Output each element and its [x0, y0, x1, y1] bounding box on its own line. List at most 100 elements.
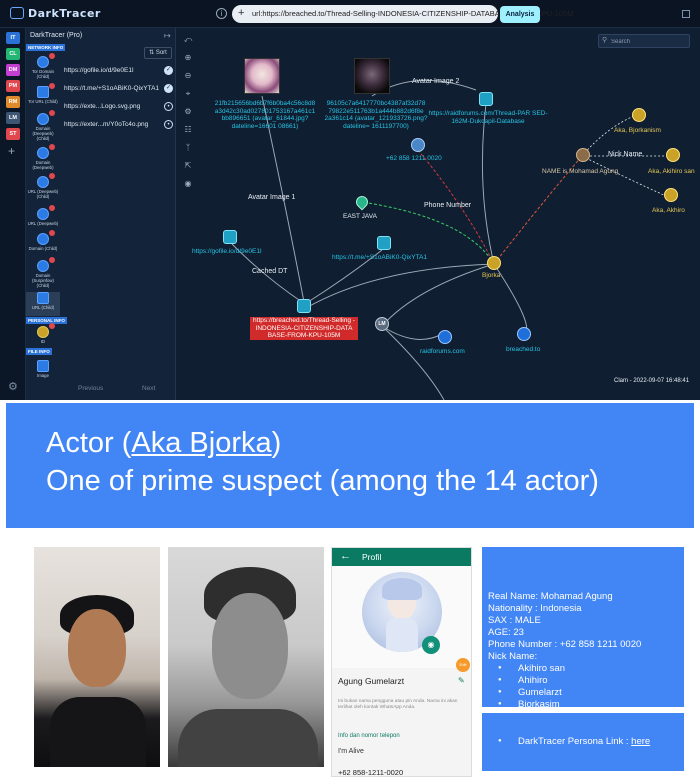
tree-node-tor-url[interactable]: Tor URL (Child) [26, 83, 60, 104]
name-tag-icon[interactable] [576, 148, 590, 162]
aka-akihiro-san-label: Aka, Akihiro san [648, 168, 695, 175]
gofile-label: https://gofile.io/d/9e0E1I [192, 248, 262, 255]
status-badge [49, 110, 55, 116]
left-rail: IT CL DM PM RM LM ST + ⚙ [0, 28, 26, 400]
edge-cached [305, 263, 495, 309]
rail-button-cl[interactable]: CL [6, 48, 20, 60]
tree-node-url-deepweb[interactable]: URL (Deepweb) [26, 205, 60, 226]
tree-node-tor-domain[interactable]: Tor Domain (Child) [26, 53, 60, 79]
tree-node-url-deepweb-child[interactable]: URL (Deepweb) (Child) [26, 173, 60, 199]
layout-icon[interactable]: ⚙ [184, 107, 192, 116]
persona-link-box: DarkTracer Persona Link : here [482, 713, 684, 771]
status-badge [49, 144, 55, 150]
previous-button[interactable]: Previous [78, 385, 104, 392]
camera-icon[interactable]: ◉ [422, 636, 440, 654]
aka-akihiro-san-icon[interactable] [666, 148, 680, 162]
tree-node-id[interactable]: ID [26, 323, 60, 344]
lm-node-icon[interactable]: LM [375, 317, 389, 331]
check-icon[interactable]: ✓ [164, 84, 173, 93]
image-icon [37, 360, 49, 372]
edge-name [493, 155, 583, 265]
tree-node-domain-surpinfow[interactable]: Domain (Surpinfow) (Child) [26, 257, 60, 288]
edge-lm [381, 263, 495, 327]
rail-button-dm[interactable]: DM [6, 64, 20, 76]
telegram-node-icon[interactable] [377, 236, 391, 250]
analysis-button[interactable]: Analysis [500, 6, 540, 23]
aka-akhiro-icon[interactable] [664, 188, 678, 202]
edge-raid [381, 325, 443, 340]
camera-icon[interactable]: ◉ [184, 179, 192, 188]
hierarchy-icon[interactable]: ☷ [184, 125, 192, 134]
collapse-icon[interactable]: ↦ [164, 31, 171, 40]
breached-node-icon[interactable] [517, 327, 531, 341]
check-icon[interactable]: ✓ [164, 66, 173, 75]
edge-label-phone: Phone Number [424, 202, 472, 209]
rail-button-lm[interactable]: LM [6, 112, 20, 124]
status-badge [49, 257, 55, 263]
search-input[interactable]: ⚲ [598, 34, 690, 48]
person-icon [37, 326, 49, 338]
sort-button[interactable]: ⇅ Sort [144, 47, 172, 59]
graph-canvas[interactable]: ⤺ ⊕ ⊖ ⌖ ⚙ ☷ ᛉ ⇱ ◉ ⚲ Avatar Image 2 Avata… [176, 28, 700, 400]
add-icon[interactable]: + [8, 144, 16, 158]
nick-item: Gumelarzt [498, 687, 562, 698]
breached-thread-label: https://breached.to/Thread-Selling -INDO… [250, 317, 358, 340]
info-icon[interactable]: i [216, 8, 227, 19]
next-button[interactable]: Next [142, 385, 156, 392]
phone-node-icon[interactable] [411, 138, 425, 152]
gofile-node-icon[interactable] [223, 230, 237, 244]
aka-bjorkanism-icon[interactable] [632, 108, 646, 122]
slide-divider [0, 400, 700, 403]
rail-button-rm[interactable]: RM [6, 96, 20, 108]
profile-avatar[interactable] [362, 572, 442, 652]
link-row[interactable]: https://gofile.io/d/9e0E1I✓ [64, 66, 173, 75]
link-row[interactable]: https://exte...Logo.svg.png• [64, 100, 176, 114]
link-row[interactable]: https://t.me/+S1oABiK0-QixYTA1✓ [64, 84, 173, 93]
profile-about: I'm Alive [338, 748, 364, 755]
breached-label: breached.to [506, 346, 541, 353]
rail-button-pm[interactable]: PM [6, 80, 20, 92]
search-field[interactable] [611, 37, 687, 46]
app-logo[interactable]: DarkTracer [10, 7, 101, 20]
tree-node-url-child[interactable]: URL (Child) [26, 292, 60, 316]
link-row[interactable]: https://exter...m/Y0oTc4o.png• [64, 118, 176, 132]
expand-icon[interactable]: ⇱ [184, 161, 192, 170]
edit-fab-button[interactable]: Edit [456, 658, 470, 672]
real-name: Real Name: Mohamad Agung [488, 591, 613, 602]
branch-icon[interactable]: ᛉ [185, 143, 191, 152]
url-text: url:https://breached.to/Thread-Selling-I… [252, 9, 574, 18]
profile-title: Profil [362, 552, 382, 562]
zoom-in-icon[interactable]: ⊕ [184, 53, 192, 62]
rail-button-st[interactable]: ST [6, 128, 20, 140]
fit-icon[interactable]: ⤺ [183, 35, 193, 44]
back-arrow-icon[interactable]: ← [340, 550, 351, 562]
avatar-image-1-thumb[interactable] [244, 58, 280, 94]
persona-link[interactable]: here [631, 736, 651, 747]
status-badge [49, 230, 55, 236]
breached-thread-node-icon[interactable] [297, 299, 311, 313]
edit-pencil-icon[interactable]: ✎ [458, 676, 465, 685]
globe-icon [37, 233, 49, 245]
raid-thread-node-icon[interactable] [479, 92, 493, 106]
open-icon[interactable]: • [164, 102, 173, 111]
url-input[interactable]: + url:https://breached.to/Thread-Selling… [232, 5, 573, 23]
open-icon[interactable]: • [164, 120, 173, 129]
bjorka-node-icon[interactable] [487, 256, 501, 270]
window-maximize-icon[interactable] [682, 10, 690, 18]
add-icon[interactable]: + [238, 7, 245, 19]
status-badge [49, 323, 55, 329]
raidforums-node-icon[interactable] [438, 330, 452, 344]
tree-node-domain-deepweb[interactable]: Domain (Deepweb) [26, 144, 60, 170]
actor-alias-link[interactable]: Aka Bjorka [131, 427, 272, 459]
tree-node-domain-deepweb-child[interactable]: Domain (Deepweb) (Child) [26, 110, 60, 141]
globe-icon [37, 56, 49, 68]
zoom-out-icon[interactable]: ⊖ [184, 71, 192, 80]
tree-node-image[interactable]: Image [26, 360, 60, 378]
avatar-image-2-thumb[interactable] [354, 58, 390, 94]
darktracer-app: DarkTracer i + url:https://breached.to/T… [0, 0, 700, 400]
gear-icon[interactable]: ⚙ [8, 381, 18, 393]
rail-button-it[interactable]: IT [6, 32, 20, 44]
center-icon[interactable]: ⌖ [185, 89, 191, 98]
east-java-label: EAST JAVA [343, 213, 377, 220]
tree-node-domain-child[interactable]: Domain (Child) [26, 230, 60, 251]
